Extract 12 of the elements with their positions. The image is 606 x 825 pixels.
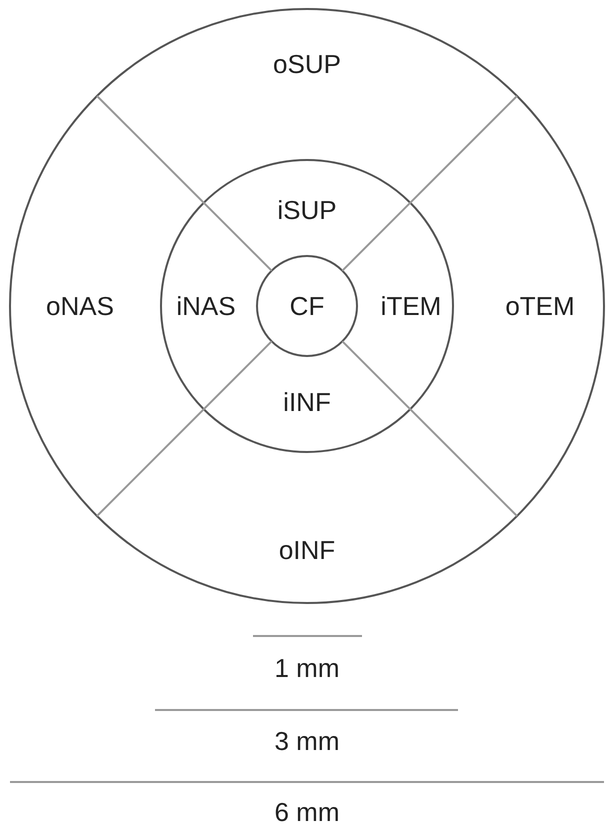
sector-label: oSUP [273, 51, 341, 77]
scale-label: 6 mm [274, 799, 340, 825]
sector-label: oINF [278, 537, 336, 563]
scale-label: 1 mm [274, 655, 340, 681]
sector-label: iNAS [176, 293, 236, 319]
sector-label: oNAS [46, 293, 114, 319]
sector-label: oTEM [505, 293, 575, 319]
sector-label: iINF [283, 389, 331, 415]
scale-label: 3 mm [274, 728, 340, 754]
sector-label: CF [290, 293, 324, 319]
sector-label: iTEM [380, 293, 442, 319]
sector-label: iSUP [277, 197, 337, 223]
